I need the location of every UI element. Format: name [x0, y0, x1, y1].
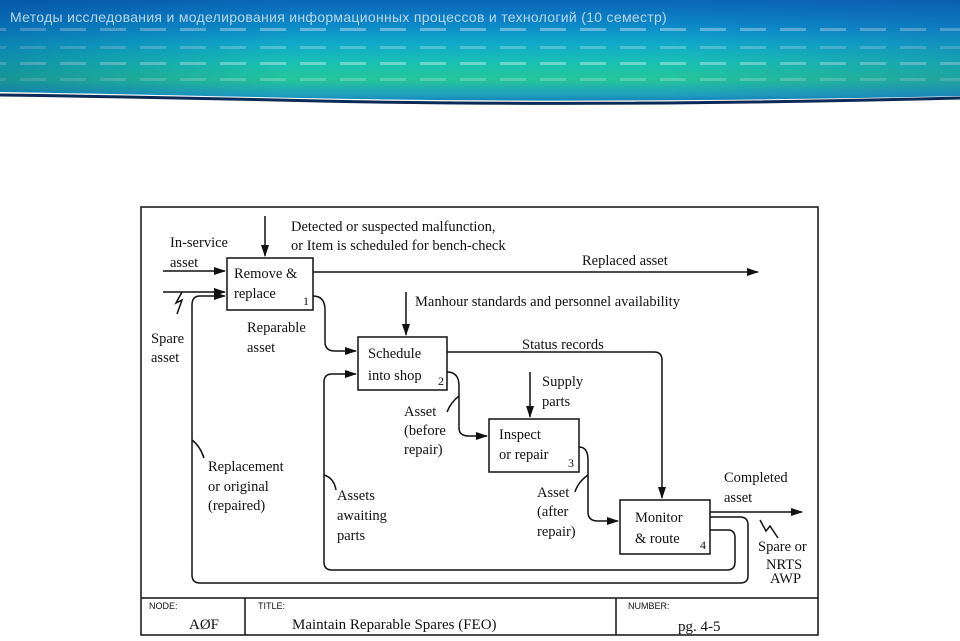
svg-text:2: 2 — [438, 374, 444, 388]
svg-text:or repair: or repair — [499, 447, 549, 463]
svg-text:or original: or original — [208, 479, 269, 495]
label-detected-malfunction: Detected or suspected malfunction, or It… — [291, 219, 506, 254]
diagram-arrows — [163, 216, 803, 584]
label-manhour-standards: Manhour standards and personnel availabi… — [415, 294, 681, 310]
svg-text:Maintain Reparable Spares (FEO: Maintain Reparable Spares (FEO) — [292, 617, 497, 633]
label-spare-nrts-awp: Spare or NRTS AWP — [758, 539, 807, 587]
svg-text:parts: parts — [337, 528, 366, 544]
svg-text:Asset: Asset — [404, 404, 436, 420]
svg-text:TITLE:: TITLE: — [258, 601, 285, 611]
svg-text:replace: replace — [234, 286, 276, 302]
svg-text:asset: asset — [247, 340, 275, 356]
header-banner: Методы исследования и моделирования инфо… — [0, 0, 960, 108]
svg-text:(before: (before — [404, 423, 446, 439]
box-inspect-repair: Inspect or repair 3 — [488, 418, 580, 473]
label-status-records: Status records — [522, 337, 604, 353]
svg-text:Schedule: Schedule — [368, 346, 421, 362]
svg-text:4: 4 — [700, 538, 706, 552]
footer-number: NUMBER: pg. 4-5 — [628, 601, 721, 635]
svg-text:NUMBER:: NUMBER: — [628, 601, 670, 611]
header-swoosh — [0, 92, 960, 108]
svg-text:Replacement: Replacement — [208, 459, 284, 475]
svg-text:Asset: Asset — [537, 485, 569, 501]
presentation-title: Методы исследования и моделирования инфо… — [10, 9, 668, 25]
svg-text:NRTS: NRTS — [766, 557, 802, 573]
svg-text:asset: asset — [724, 490, 752, 506]
svg-text:AWP: AWP — [770, 571, 801, 587]
svg-text:Remove &: Remove & — [234, 266, 298, 282]
svg-text:parts: parts — [542, 394, 571, 410]
svg-text:repair): repair) — [537, 524, 576, 540]
footer-title: TITLE: Maintain Reparable Spares (FEO) — [258, 601, 497, 633]
svg-text:(repaired): (repaired) — [208, 498, 265, 514]
label-spare-asset: Spare asset — [151, 331, 184, 366]
svg-text:asset: asset — [170, 255, 198, 271]
svg-text:Completed: Completed — [724, 470, 788, 486]
svg-text:or Item is scheduled for bench: or Item is scheduled for bench-check — [291, 238, 506, 254]
svg-text:Assets: Assets — [337, 488, 375, 504]
label-asset-before-repair: Asset (before repair) — [404, 404, 446, 458]
footer-node: NODE: AØF — [149, 601, 219, 633]
svg-text:Spare or: Spare or — [758, 539, 807, 555]
label-reparable-asset: Reparable asset — [247, 320, 306, 356]
svg-text:Detected or suspected malfunct: Detected or suspected malfunction, — [291, 219, 496, 235]
svg-text:Inspect: Inspect — [499, 427, 541, 443]
svg-text:awaiting: awaiting — [337, 508, 387, 524]
box-remove-replace: Remove & replace 1 — [226, 257, 314, 311]
box-monitor-route: Monitor & route 4 — [619, 499, 711, 555]
svg-text:1: 1 — [303, 294, 309, 308]
svg-text:repair): repair) — [404, 442, 443, 458]
svg-text:Monitor: Monitor — [635, 510, 683, 526]
svg-text:asset: asset — [151, 350, 179, 366]
svg-text:AØF: AØF — [189, 617, 219, 633]
svg-text:Spare: Spare — [151, 331, 184, 347]
svg-text:In-service: In-service — [170, 235, 228, 251]
svg-text:& route: & route — [635, 531, 680, 547]
box-schedule-into-shop: Schedule into shop 2 — [357, 336, 448, 391]
svg-text:into shop: into shop — [368, 368, 422, 384]
diagram-frame — [140, 206, 819, 636]
label-in-service-asset: In-service asset — [170, 235, 228, 271]
svg-text:(after: (after — [537, 504, 569, 520]
svg-text:NODE:: NODE: — [149, 601, 178, 611]
svg-text:Reparable: Reparable — [247, 320, 306, 336]
label-replaced-asset: Replaced asset — [582, 253, 668, 269]
label-assets-awaiting-parts: Assets awaiting parts — [337, 488, 387, 544]
svg-text:pg. 4-5: pg. 4-5 — [678, 619, 721, 635]
label-completed-asset: Completed asset — [724, 470, 788, 506]
label-supply-parts: Supply parts — [542, 374, 584, 410]
svg-text:3: 3 — [568, 456, 574, 470]
svg-text:Supply: Supply — [542, 374, 584, 390]
label-replacement-original: Replacement or original (repaired) — [208, 459, 284, 514]
label-asset-after-repair: Asset (after repair) — [537, 485, 576, 540]
